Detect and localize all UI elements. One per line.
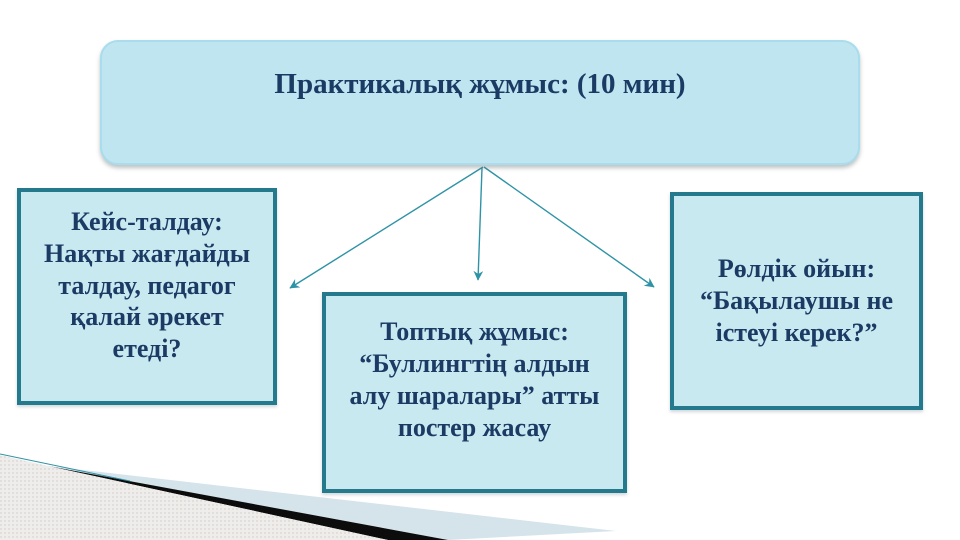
- case-analysis-text: Кейс-талдау: Нақты жағдайды талдау, педа…: [43, 206, 251, 364]
- arrow-to-case-box: [289, 166, 484, 289]
- group-work-text: Топтық жұмыс: “Буллингтің алдын алу шара…: [349, 317, 600, 442]
- arrow-to-role-box: [483, 166, 655, 288]
- case-analysis-box: Кейс-талдау: Нақты жағдайды талдау, педа…: [17, 188, 277, 405]
- role-play-text: Рөлдік ойын: “Бақылаушы не істеуі керек?…: [699, 254, 893, 347]
- role-play-box: Рөлдік ойын: “Бақылаушы не істеуі керек?…: [670, 192, 923, 410]
- arrow-to-group-box: [473, 167, 484, 281]
- slide-title: Практикалық жұмыс: (10 мин): [274, 68, 686, 100]
- title-box: Практикалық жұмыс: (10 мин): [100, 40, 860, 165]
- group-work-box: Топтық жұмыс: “Буллингтің алдын алу шара…: [322, 292, 627, 493]
- deco-edge-line: [0, 453, 131, 482]
